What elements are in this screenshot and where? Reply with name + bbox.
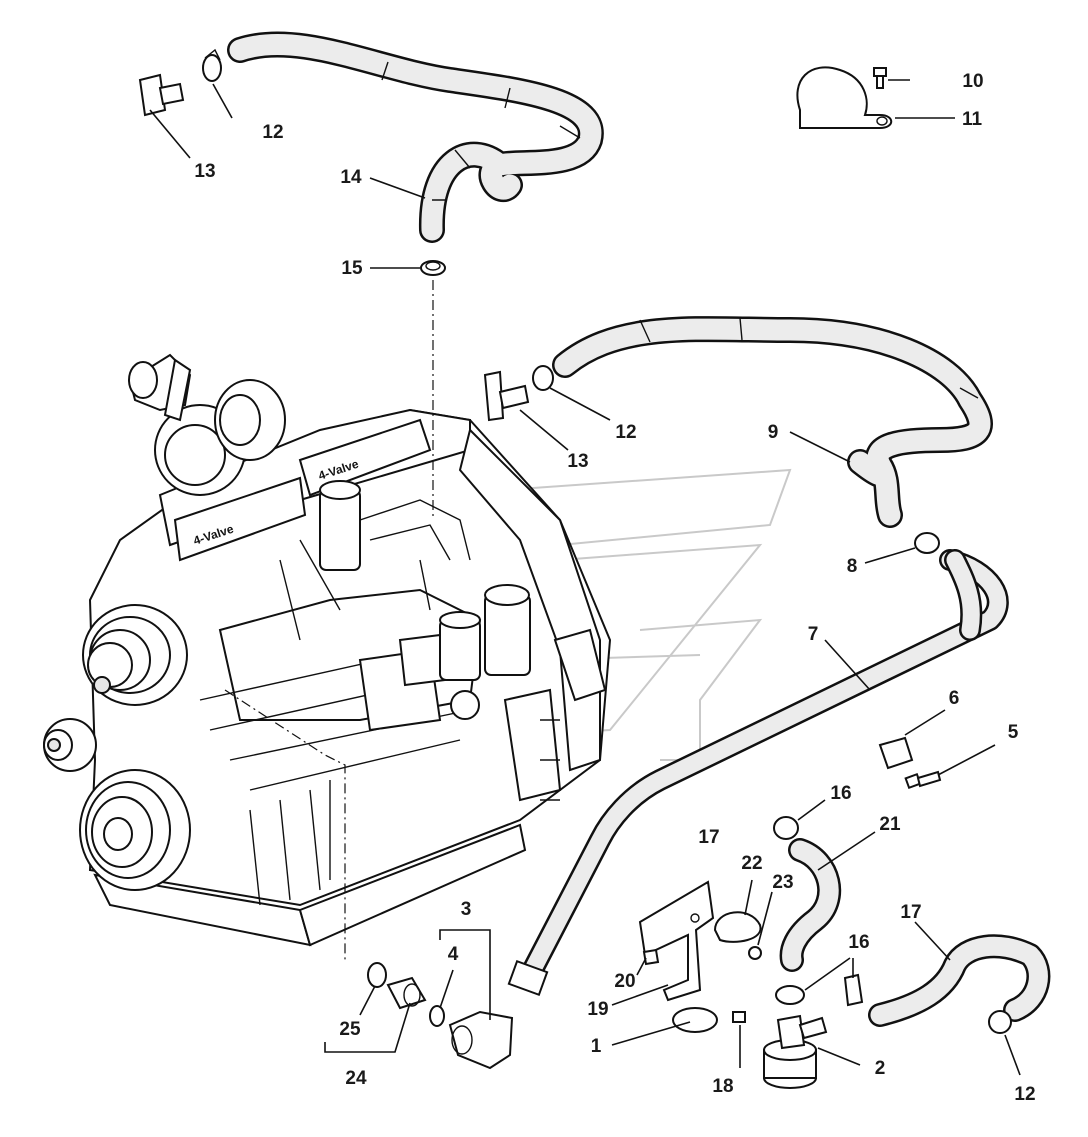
callout-14: 14 (340, 167, 362, 188)
callout-3: 3 (461, 899, 472, 920)
clamp-16-lower (775, 973, 864, 1007)
callout-23: 23 (772, 872, 793, 893)
fitting-13-top (138, 73, 185, 117)
hose-9 (552, 316, 993, 528)
clamp-16-upper (773, 816, 799, 840)
callout-13-mid: 13 (567, 451, 588, 472)
callout-2: 2 (875, 1058, 886, 1079)
nut-23 (748, 946, 762, 960)
callout-8: 8 (847, 556, 858, 577)
turbocharger (128, 353, 286, 496)
callout-10: 10 (962, 71, 983, 92)
callout-7: 7 (808, 624, 819, 645)
callout-16-upper: 16 (830, 783, 851, 804)
bolt-10 (873, 67, 887, 89)
fitting-13-mid (483, 370, 530, 422)
callout-4: 4 (448, 944, 459, 965)
o-ring-4 (429, 1005, 445, 1027)
clip-11 (796, 66, 893, 129)
engine-block: 4-Valve 4-Valve (88, 408, 612, 947)
callout-17-left: 17 (698, 827, 719, 848)
callout-19: 19 (587, 999, 608, 1020)
bracket-19 (638, 880, 715, 1002)
adapter-24 (386, 976, 427, 1010)
screw-18 (732, 1011, 746, 1023)
valve-cover-front: 4-Valve (173, 476, 307, 562)
clamp-1 (672, 1007, 718, 1033)
clip-6 (878, 736, 914, 770)
callout-25: 25 (339, 1019, 361, 1040)
clamp-12-top (202, 48, 222, 82)
idler-pulley (43, 718, 97, 772)
pipe-7 (507, 549, 1009, 997)
callout-6: 6 (949, 688, 960, 709)
callout-12-top: 12 (262, 122, 283, 143)
callout-22: 22 (741, 853, 762, 874)
hose-21 (779, 838, 842, 972)
callout-15: 15 (341, 258, 363, 279)
fitting-3 (448, 1010, 514, 1070)
clamp-15 (420, 260, 446, 276)
callout-16-lower: 16 (848, 932, 869, 953)
leader-lines (149, 79, 1021, 1076)
valve-cover-rear: 4-Valve (298, 418, 432, 497)
hose-17 (868, 934, 1051, 1027)
crank-pulley (82, 604, 188, 706)
clamp-22 (713, 911, 762, 943)
callout-12-bottom: 12 (1014, 1084, 1035, 1105)
callout-17-right: 17 (900, 902, 921, 923)
bolt-5 (904, 770, 942, 790)
water-pump-2 (763, 1014, 828, 1089)
callout-12-mid: 12 (615, 422, 636, 443)
callout-1: 1 (591, 1036, 602, 1057)
callout-13-top: 13 (194, 161, 215, 182)
clamp-8 (914, 532, 940, 554)
callout-9: 9 (768, 422, 779, 443)
callout-24: 24 (345, 1068, 367, 1089)
callout-21: 21 (879, 814, 901, 835)
damper-pulley (79, 769, 191, 891)
washer-25 (367, 962, 387, 988)
callout-5: 5 (1008, 722, 1019, 743)
callout-18: 18 (712, 1076, 733, 1097)
callout-labels: 1 2 3 4 5 6 7 8 9 10 11 12 12 12 13 13 1… (194, 71, 1035, 1105)
callout-11: 11 (962, 109, 983, 130)
callout-20: 20 (614, 971, 635, 992)
bolt-20 (642, 948, 660, 966)
hose-14 (227, 31, 604, 243)
clamp-12-bottom (988, 1010, 1012, 1034)
clamp-12-mid (532, 365, 554, 391)
